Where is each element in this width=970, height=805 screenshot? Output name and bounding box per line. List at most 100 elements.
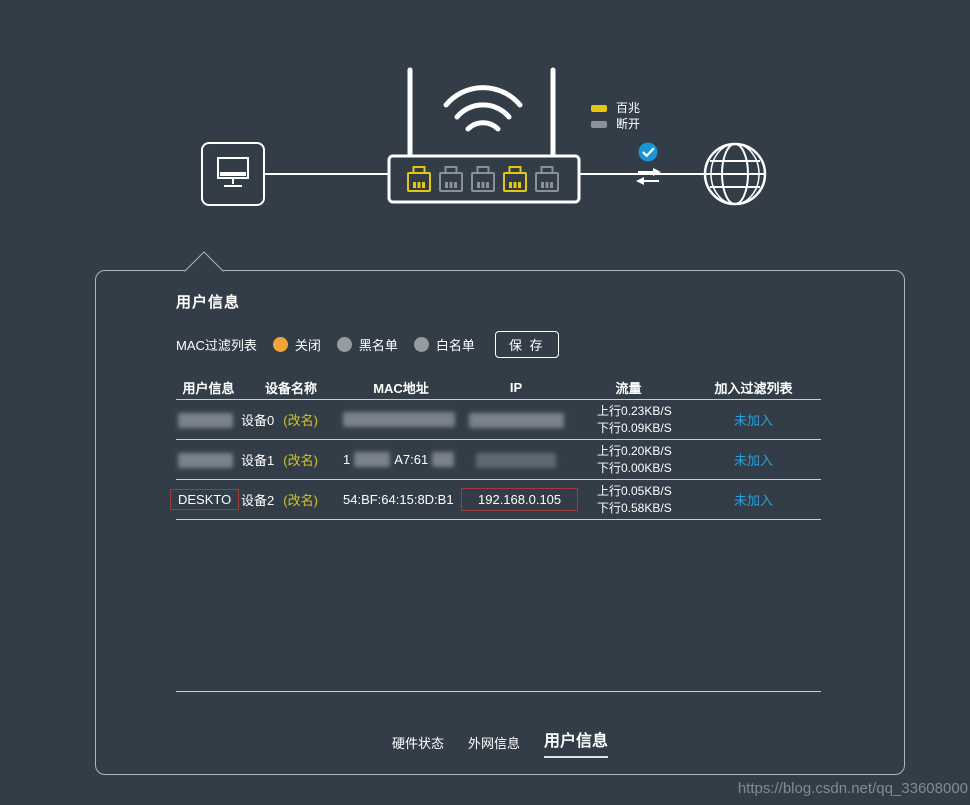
tab-user-info[interactable]: 用户信息 <box>544 727 609 758</box>
radio-label: 黑名单 <box>358 338 398 353</box>
user-name: DESKTO <box>178 492 232 507</box>
join-filter-link[interactable]: 未加入 <box>733 493 773 508</box>
footer-divider <box>176 691 821 692</box>
join-filter-cell: 未加入 <box>686 410 821 429</box>
footer-nav: 硬件状态 外网信息 用户信息 <box>96 727 904 758</box>
row-divider <box>176 439 821 440</box>
panel-pointer-notch <box>184 251 224 291</box>
join-filter-cell: 未加入 <box>686 490 821 509</box>
transfer-arrows-icon <box>636 168 661 185</box>
redacted-text <box>178 452 233 468</box>
internet-globe-icon <box>703 142 767 206</box>
wifi-signal-icon <box>443 85 523 132</box>
highlight-box: 192.168.0.105 <box>461 488 579 511</box>
device-name: 设备0 <box>241 413 275 428</box>
device-name-cell: 设备2 (改名) <box>241 490 341 509</box>
user-name-cell <box>176 451 241 468</box>
user-name-cell <box>176 411 241 428</box>
device-name-cell: 设备1 (改名) <box>241 450 341 469</box>
ip-address-cell <box>461 451 571 468</box>
redacted-text <box>343 412 455 427</box>
upload-rate: 上行0.20KB/S <box>597 443 672 458</box>
mac-filter-radio[interactable] <box>336 337 352 352</box>
save-button[interactable]: 保 存 <box>494 331 559 358</box>
table-row: 设备1 (改名) 1 A7:61 上行0.20KB/S 下行0.00KB/S <box>176 440 821 479</box>
router-icon <box>387 67 581 204</box>
redacted-text <box>468 412 564 428</box>
mac-address-cell: 1 A7:61 <box>341 452 461 467</box>
legend-swatch <box>591 120 607 128</box>
mac-filter-radio[interactable] <box>272 337 288 352</box>
row-divider <box>176 479 821 480</box>
rename-link[interactable]: (改名) <box>283 453 318 468</box>
upload-rate: 上行0.23KB/S <box>597 403 672 418</box>
redacted-text <box>178 412 233 428</box>
tab-wan-info[interactable]: 外网信息 <box>467 736 520 751</box>
watermark: https://blog.csdn.net/qq_33608000 <box>737 780 968 797</box>
row-divider <box>176 399 821 400</box>
device-name: 设备1 <box>241 453 275 468</box>
join-filter-link[interactable]: 未加入 <box>733 453 773 468</box>
table-row: DESKTO 设备2 (改名) 54:BF:64:15:8D:B1 192.16… <box>170 480 821 519</box>
rename-link[interactable]: (改名) <box>283 493 318 508</box>
ethernet-port <box>471 166 495 192</box>
ethernet-port <box>407 166 431 192</box>
radio-label: 白名单 <box>435 338 475 353</box>
panel-title: 用户信息 <box>176 294 241 311</box>
ethernet-port <box>439 166 463 192</box>
header-user: 用户信息 <box>182 380 235 396</box>
upload-rate: 上行0.05KB/S <box>597 483 672 498</box>
ethernet-port <box>535 166 559 192</box>
redacted-text <box>476 452 556 468</box>
join-filter-cell: 未加入 <box>686 450 821 469</box>
mac-address-cell: 54:BF:64:15:8D:B1 <box>341 492 461 507</box>
mac-filter-option-whitelist[interactable]: 白名单 <box>413 335 475 354</box>
download-rate: 下行0.58KB/S <box>597 500 672 515</box>
device-name: 设备2 <box>241 493 275 508</box>
pc-client-icon <box>201 142 265 206</box>
user-info-panel: 用户信息 MAC过滤列表 关闭 黑名单 白名单 保 存 用户信息 设备名称 MA <box>95 251 905 775</box>
join-filter-link[interactable]: 未加入 <box>733 413 773 428</box>
highlight-box: DESKTO <box>170 489 240 510</box>
ethernet-port <box>503 166 527 192</box>
mac-filter-option-blacklist[interactable]: 黑名单 <box>336 335 398 354</box>
header-traffic: 流量 <box>615 380 642 396</box>
redacted-text <box>432 452 455 467</box>
download-rate: 下行0.00KB/S <box>597 460 672 475</box>
ip-address-cell: 192.168.0.105 <box>461 488 579 511</box>
network-topology-diagram <box>201 67 767 206</box>
ip-address: 192.168.0.105 <box>478 492 562 507</box>
legend-label: 百兆 <box>616 101 641 115</box>
header-join-filter: 加入过滤列表 <box>714 380 793 396</box>
traffic-cell: 上行0.05KB/S 下行0.58KB/S <box>571 483 686 517</box>
radio-label: 关闭 <box>294 338 321 353</box>
legend-item: 断开 <box>591 117 641 131</box>
rename-link[interactable]: (改名) <box>283 413 318 428</box>
device-name-cell: 设备0 (改名) <box>241 410 341 429</box>
redacted-text <box>354 452 391 467</box>
mac-address: 54:BF:64:15:8D:B1 <box>343 492 454 507</box>
mac-filter-radio[interactable] <box>413 337 429 352</box>
header-ip: IP <box>509 379 523 395</box>
connection-status-icon <box>638 142 658 162</box>
header-device-name: 设备名称 <box>264 380 317 396</box>
link-legend: 百兆 断开 <box>591 101 641 131</box>
legend-label: 断开 <box>616 117 641 131</box>
mac-filter-option-off[interactable]: 关闭 <box>272 335 321 354</box>
mac-address-cell <box>341 412 461 427</box>
header-mac-address: MAC地址 <box>373 380 429 396</box>
tab-hardware-status[interactable]: 硬件状态 <box>391 736 444 751</box>
table-header-row: 用户信息 设备名称 MAC地址 IP 流量 加入过滤列表 <box>176 375 821 399</box>
mac-filter-label: MAC过滤列表 <box>176 338 257 353</box>
legend-swatch <box>591 104 607 112</box>
mac-filter-controls: MAC过滤列表 关闭 黑名单 白名单 保 存 <box>176 331 559 358</box>
mac-fragment: 1 <box>343 452 351 467</box>
legend-item: 百兆 <box>591 101 641 115</box>
ip-address-cell <box>461 411 571 428</box>
traffic-cell: 上行0.23KB/S 下行0.09KB/S <box>571 403 686 437</box>
table-row: 设备0 (改名) 上行0.23KB/S 下行0.09KB/S 未加入 <box>176 400 821 439</box>
device-table: 用户信息 设备名称 MAC地址 IP 流量 加入过滤列表 设备0 (改名) <box>170 375 821 520</box>
mac-fragment: A7:61 <box>394 452 429 467</box>
traffic-cell: 上行0.20KB/S 下行0.00KB/S <box>571 443 686 477</box>
